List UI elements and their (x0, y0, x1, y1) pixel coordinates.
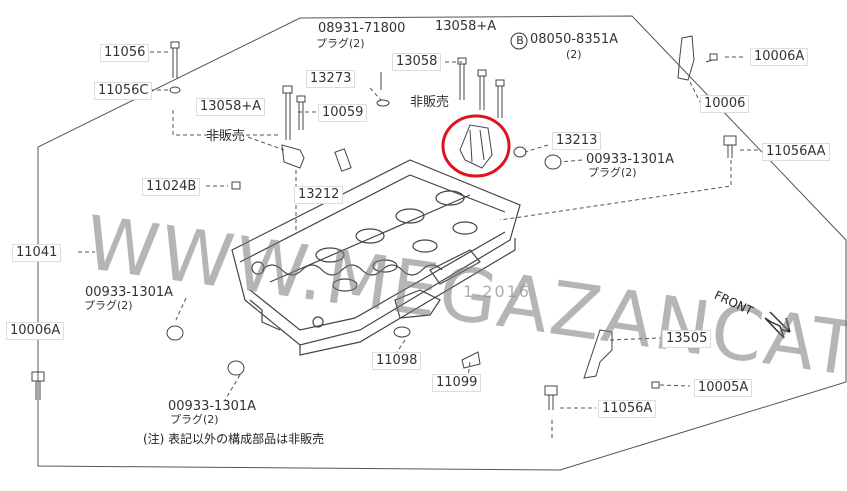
label-11056a[interactable]: 11056A (598, 400, 657, 418)
label-13058[interactable]: 13058 (392, 53, 442, 71)
label-10006a-top[interactable]: 10006A (750, 48, 809, 66)
label-13505[interactable]: 13505 (662, 330, 712, 348)
highlight-circle (441, 114, 511, 178)
leader-13213 (524, 144, 549, 153)
label-13212[interactable]: 13212 (294, 186, 344, 204)
label-11056aa[interactable]: 11056AA (762, 143, 830, 161)
label-13213[interactable]: 13213 (552, 132, 602, 150)
label-08050[interactable]: 08050-8351A (530, 32, 619, 47)
bolt-11056 (170, 41, 180, 78)
leader-13273 (369, 87, 382, 101)
leader-lines (37, 51, 760, 440)
label-08050-sub: (2) (566, 48, 582, 61)
leader-hanbai-left (247, 136, 285, 151)
label-11099[interactable]: 11099 (432, 374, 482, 392)
label-11041[interactable]: 11041 (12, 244, 62, 262)
label-hanbai-left: 非販売 (206, 129, 246, 144)
label-13058a-top[interactable]: 13058+A (435, 19, 497, 34)
label-13273[interactable]: 13273 (306, 70, 356, 88)
label-00933-right-sub: プラグ(2) (588, 166, 637, 179)
label-10006a-left[interactable]: 10006A (6, 322, 65, 340)
label-10006[interactable]: 10006 (700, 95, 750, 113)
gaskets (393, 326, 481, 369)
sensor-10006 (677, 35, 695, 81)
footnote: (注) 表記以外の構成部品は非販売 (143, 432, 325, 446)
leader-00933-bottom (224, 374, 241, 401)
bracket-13505 (583, 329, 613, 379)
leader-13505 (609, 337, 661, 341)
label-08931-sub: プラグ(2) (316, 37, 365, 50)
bolts (31, 35, 737, 410)
label-11024b[interactable]: 11024B (142, 178, 201, 196)
bolt-11056a (544, 385, 558, 410)
leader-10005a (659, 384, 691, 387)
bolt-10005a (651, 381, 660, 389)
label-10059[interactable]: 10059 (318, 104, 368, 122)
label-08931[interactable]: 08931-71800 (318, 21, 406, 36)
label-11098[interactable]: 11098 (372, 352, 422, 370)
circle-b-label: B (516, 34, 524, 47)
plugs-00933 (166, 146, 562, 376)
bolt-10006a-top (705, 53, 718, 63)
highlighted-bracket (459, 124, 493, 169)
bolt-10059 (296, 95, 306, 130)
bolt-10006a-left (31, 371, 45, 400)
label-00933-left[interactable]: 00933-1301A (85, 285, 174, 300)
bolt-11056aa (723, 135, 737, 158)
cap-11024b (231, 181, 241, 190)
label-00933-bottom[interactable]: 00933-1301A (168, 399, 257, 414)
label-10005a[interactable]: 10005A (694, 379, 753, 397)
washer-11056c (169, 86, 181, 94)
cylinder-head (231, 159, 521, 356)
label-13058a-left[interactable]: 13058+A (196, 98, 266, 116)
bolt-13058-3 (495, 79, 505, 118)
leader-frame-left (172, 110, 280, 136)
label-11056c[interactable]: 11056C (94, 82, 153, 100)
frame-outline (37, 15, 847, 471)
leader-11099 (467, 361, 471, 378)
front-arrow (764, 311, 791, 339)
sleeve-13212 (334, 148, 352, 172)
circle-b-marker (510, 32, 528, 50)
plug-08931 (376, 72, 390, 107)
label-00933-left-sub: プラグ(2) (84, 299, 133, 312)
bolt-13058-2 (477, 69, 487, 110)
watermark-year: 1.2016 (463, 282, 531, 301)
label-00933-right[interactable]: 00933-1301A (586, 152, 675, 167)
leader-10006 (689, 81, 701, 103)
label-11056[interactable]: 11056 (100, 44, 150, 62)
leader-00933-left (175, 297, 187, 321)
leader-00933-right (559, 159, 583, 163)
leader-11056aa-down (499, 160, 732, 221)
bolt-13058-1 (457, 57, 467, 100)
label-hanbai-top: 非販売 (410, 95, 450, 110)
bolt-13058a-left (282, 85, 293, 140)
bracket-hanbai-left (281, 144, 305, 169)
label-00933-bottom-sub: プラグ(2) (170, 413, 219, 426)
